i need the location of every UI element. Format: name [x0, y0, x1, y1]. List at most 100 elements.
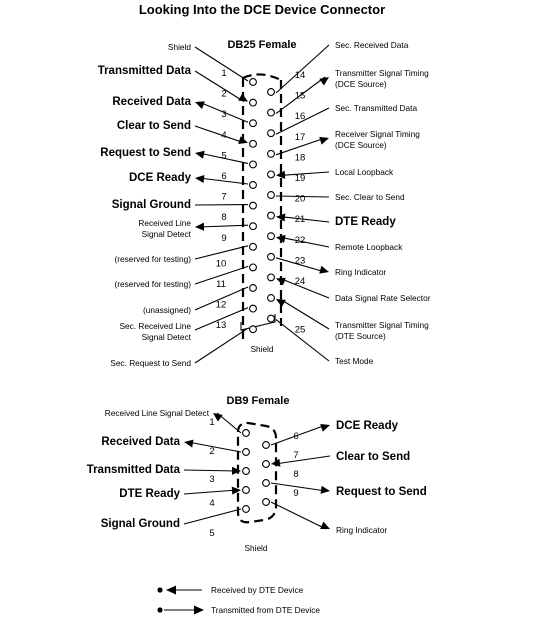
pin-number: 10: [216, 258, 227, 269]
pin-label: Received Data: [101, 436, 180, 448]
pin-socket: [267, 88, 275, 96]
pin-label: Clear to Send: [336, 451, 410, 463]
pin-socket: [249, 181, 257, 189]
pin-label: Sec. Clear to Send: [335, 192, 405, 202]
leader-line: [275, 76, 326, 115]
pin-number: 6: [221, 171, 226, 182]
leader-line: [194, 125, 245, 144]
pin-socket: [267, 170, 275, 179]
db9-pin-4: 4 DTE Ready: [119, 486, 250, 509]
arrow-head-icon: [320, 485, 330, 494]
pin-label: Received Line Signal Detect: [105, 408, 210, 418]
pin-socket: [242, 448, 250, 456]
pin-socket: [262, 441, 270, 449]
pin-socket: [267, 314, 275, 323]
pin-socket: [267, 129, 275, 138]
pin-socket: [249, 201, 257, 210]
pin-socket: [242, 505, 250, 513]
pin-label: (unassigned): [143, 305, 191, 315]
pin-label: DTE Ready: [335, 216, 396, 228]
pin-number: 24: [295, 276, 306, 287]
arrow-head-icon: [166, 585, 176, 595]
leader-line: [194, 286, 249, 311]
leader-line: [275, 44, 330, 94]
arrow-head-icon: [276, 170, 286, 179]
arrow-head-icon: [276, 299, 286, 307]
pin-label: Clear to Send: [117, 120, 191, 132]
leader-line: [198, 101, 249, 123]
arrow-head-icon: [213, 413, 223, 422]
pin-label: Remote Loopback: [335, 242, 403, 252]
leader-line: [275, 257, 326, 273]
pin-socket: [249, 284, 257, 292]
arrow-head-icon: [195, 174, 205, 184]
pin-socket: [249, 160, 257, 169]
leader-line: [274, 455, 331, 465]
pin-number: 2: [209, 446, 214, 457]
db25-pin-11: 11(unassigned): [143, 279, 257, 315]
leader-line: [275, 195, 330, 198]
pin-number: 5: [221, 150, 226, 161]
arrow-head-icon: [276, 213, 286, 222]
pin-label: Sec. Transmitted Data: [335, 103, 417, 113]
page-title: Looking Into the DCE Device Connector: [139, 2, 385, 17]
pin-socket: [249, 242, 257, 251]
pin-number: 23: [295, 255, 306, 266]
pin-label: Ring Indicator: [335, 267, 386, 277]
pin-number: 4: [209, 498, 214, 509]
pin-socket: [267, 232, 275, 241]
pin-label: DTE Ready: [119, 488, 180, 500]
pin-socket: [267, 191, 275, 199]
pin-number: 20: [295, 194, 306, 205]
arrow-head-icon: [276, 277, 286, 286]
pin-number: 8: [221, 212, 226, 223]
pin-number: 4: [221, 130, 226, 141]
pin-number: 3: [209, 474, 214, 485]
pin-number: 1: [209, 417, 214, 428]
pin-label: (reserved for testing): [114, 279, 191, 289]
arrow-head-icon: [320, 424, 330, 432]
legend-label: Transmitted from DTE Device: [211, 605, 320, 615]
pin-socket: [249, 78, 257, 86]
pin-label: Sec. Received Data: [335, 40, 409, 50]
db25-title: DB25 Female: [227, 39, 296, 51]
pin-label: Local Loopback: [335, 167, 394, 177]
leader-line: [194, 46, 249, 82]
pin-label: DCE Ready: [129, 172, 192, 184]
pin-label: (reserved for testing): [114, 254, 191, 264]
leader-line: [194, 70, 245, 103]
pin-number: 21: [295, 214, 306, 225]
pin-label: Request to Send: [336, 486, 427, 498]
pin-socket: [262, 498, 270, 506]
pin-number: 6: [293, 431, 298, 442]
pin-socket: [262, 479, 270, 487]
arrow-head-icon: [184, 439, 194, 448]
arrow-head-icon: [271, 458, 281, 467]
pin-label: Shield: [168, 42, 191, 52]
pin-socket: [242, 467, 250, 475]
db25-pin-6: 6 DCE Ready: [129, 171, 257, 189]
pin-socket: [249, 325, 257, 334]
pin-number: 19: [295, 173, 306, 184]
arrow-head-icon: [319, 136, 329, 145]
leader-line: [279, 277, 330, 299]
leader-line: [275, 107, 330, 135]
arrow-head-icon: [238, 136, 248, 144]
